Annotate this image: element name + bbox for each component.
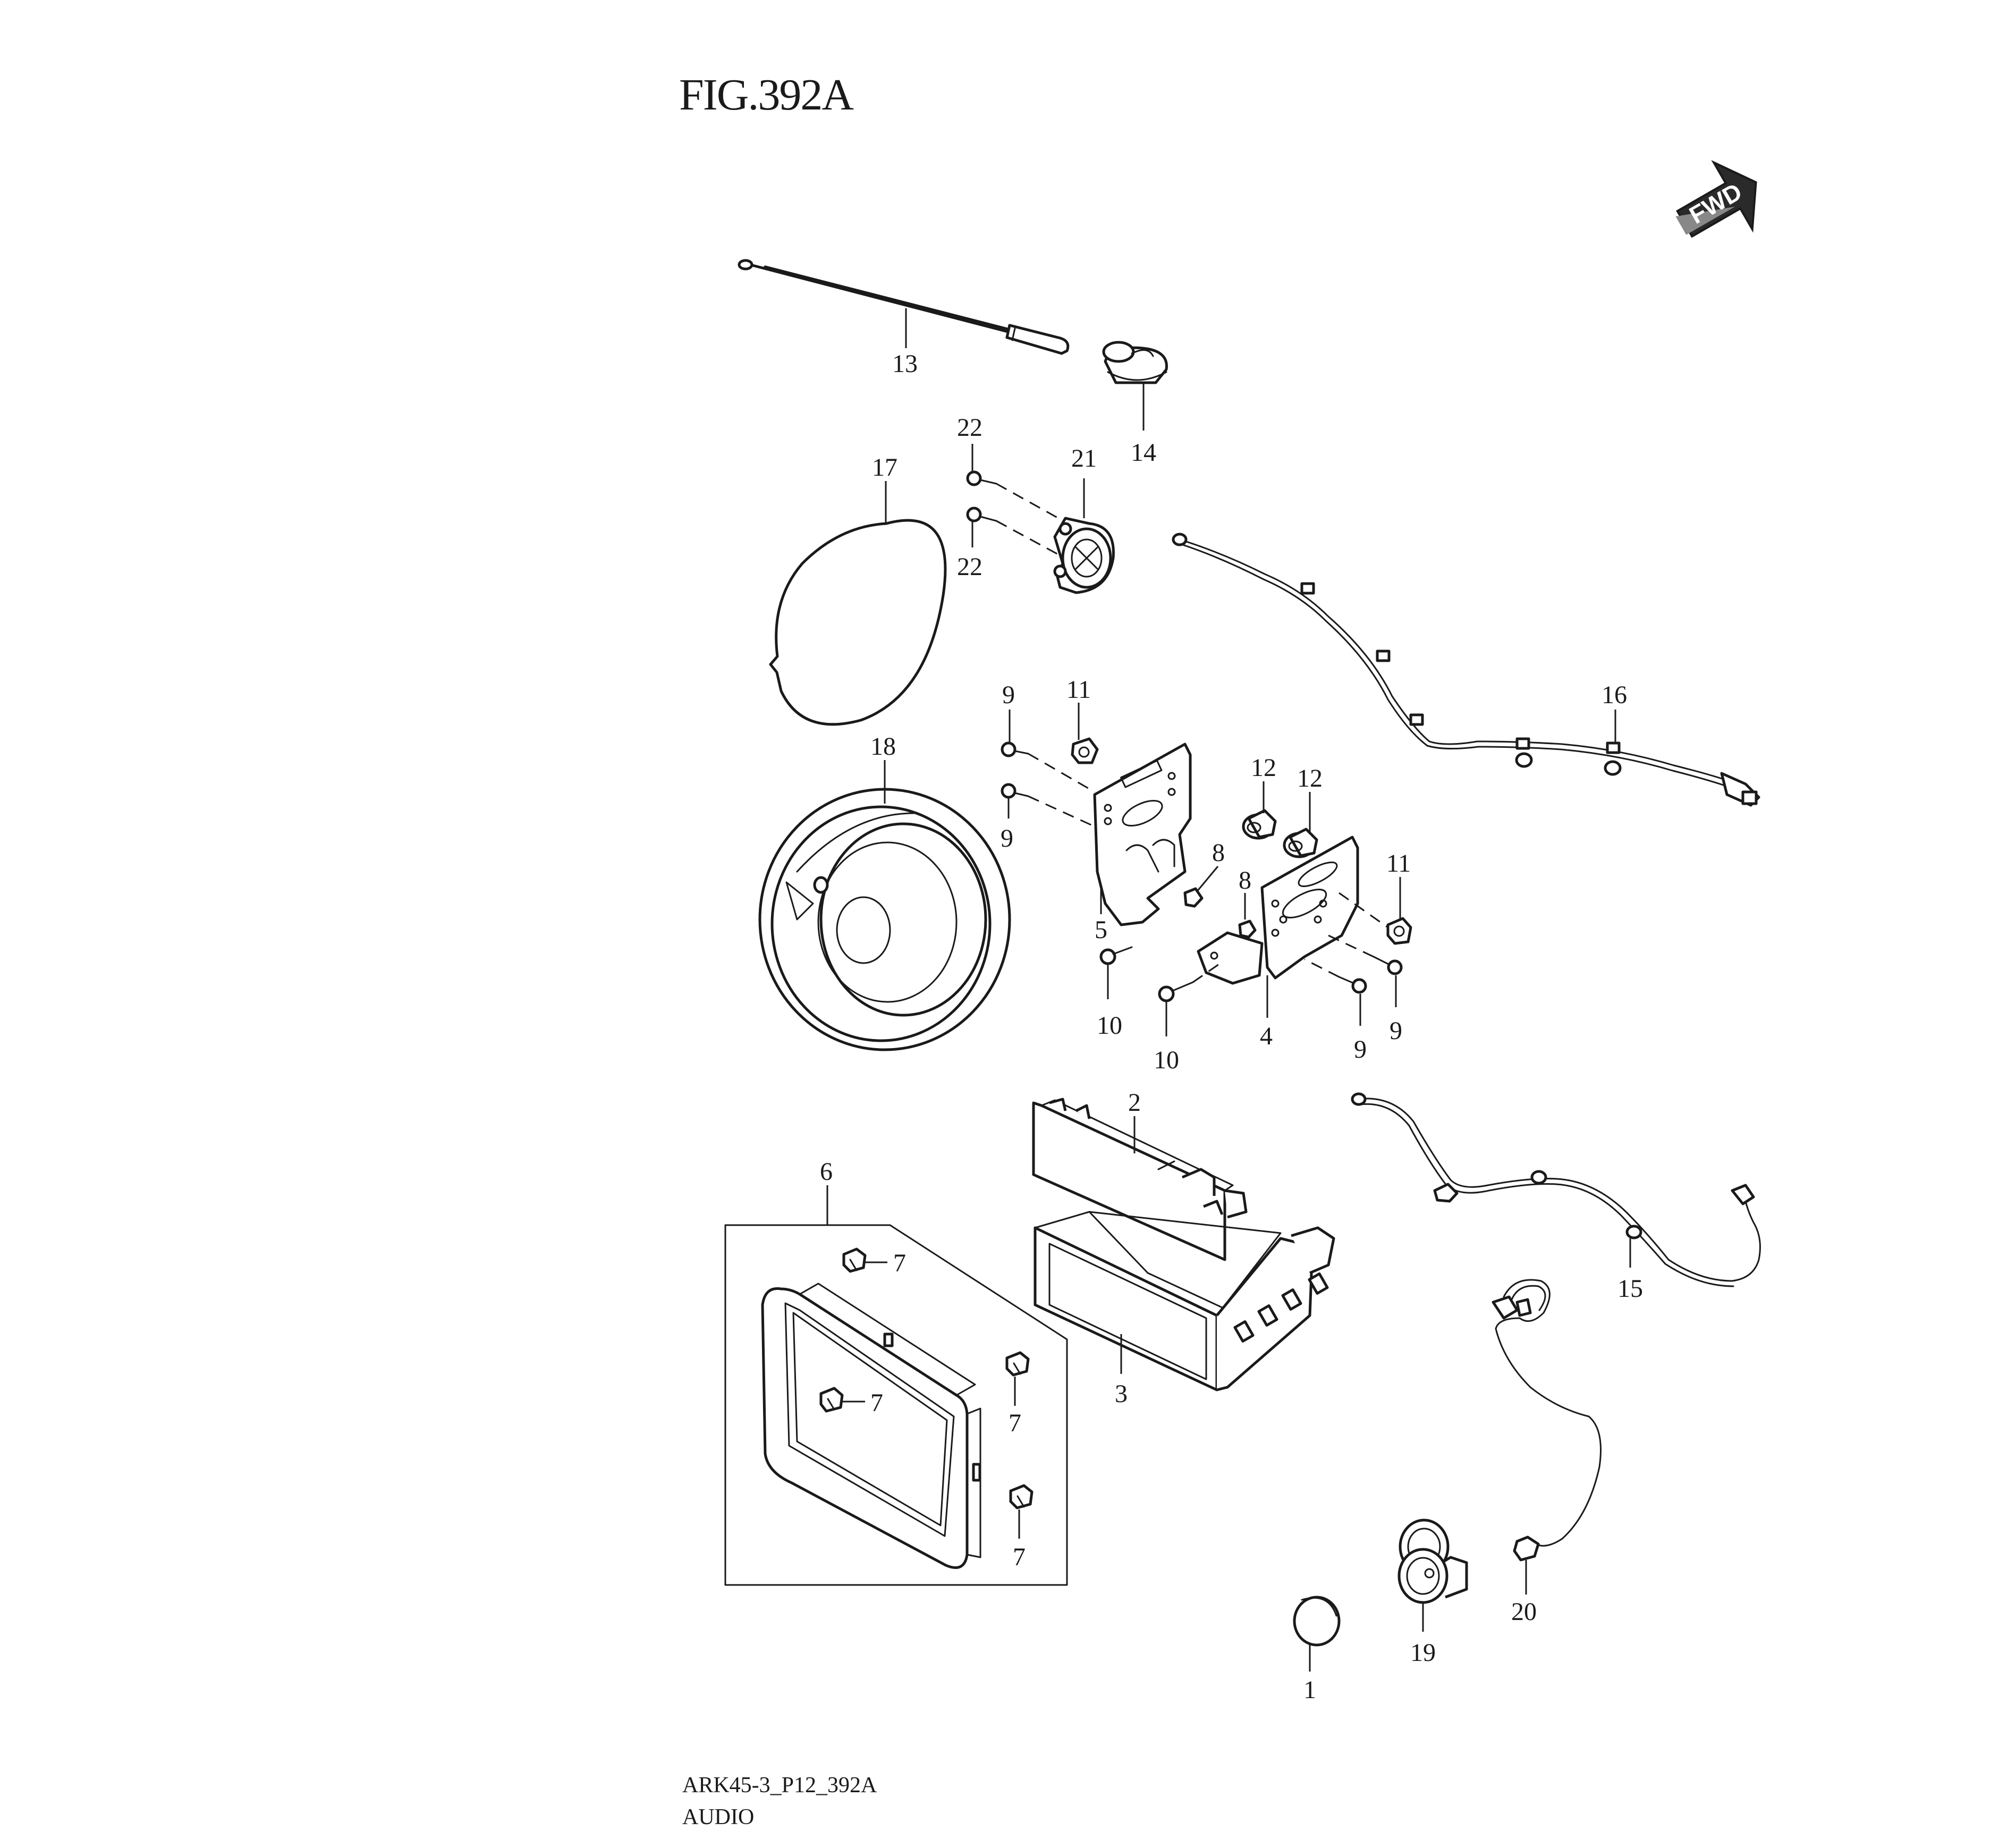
callout-8a: 8 (1212, 839, 1225, 867)
callout-7a: 7 (893, 1249, 906, 1277)
clip-8-right (1238, 920, 1257, 939)
callout-12a: 12 (1251, 754, 1276, 782)
fwd-arrow-icon: FWD (1675, 160, 1757, 238)
screw-9-b (1001, 783, 1029, 799)
callout-14: 14 (1131, 438, 1156, 467)
screw-10-right (1158, 981, 1194, 1002)
speaker (758, 788, 1011, 1051)
callout-7b: 7 (870, 1389, 883, 1417)
grommet-12-b (1283, 828, 1318, 858)
screw-9-d (1373, 956, 1403, 975)
speaker-cover (769, 519, 947, 726)
nut-11-lower (1386, 917, 1412, 945)
figure-title: FIG.392A (679, 70, 854, 120)
screw-22-lower (966, 507, 997, 522)
callout-17: 17 (872, 453, 897, 482)
clip-7-a (842, 1247, 867, 1273)
screw-10-left (1099, 946, 1133, 965)
nut-11-upper (1071, 737, 1099, 764)
callout-20: 20 (1511, 1598, 1537, 1626)
callout-5: 5 (1095, 916, 1107, 944)
antenna-base (1102, 341, 1168, 384)
bezel (761, 1283, 981, 1569)
figure-code: ARK45-3_P12_392A (682, 1773, 877, 1798)
callout-13: 13 (892, 350, 918, 378)
callout-6: 6 (820, 1158, 833, 1186)
screw-9-a (1001, 741, 1029, 757)
antenna-cable (1172, 533, 1760, 807)
callout-9d: 9 (1390, 1017, 1402, 1045)
callout-21: 21 (1071, 444, 1097, 473)
callout-10a: 10 (1097, 1011, 1122, 1040)
callout-19: 19 (1410, 1639, 1436, 1667)
figure-caption: AUDIO (682, 1805, 755, 1829)
callout-18: 18 (870, 732, 896, 761)
usb-cable (1492, 1279, 1602, 1562)
screw-22-upper (966, 470, 997, 486)
pocket-box (1034, 1211, 1335, 1391)
callout-11b: 11 (1386, 849, 1411, 878)
clip-7-b (819, 1387, 844, 1413)
clip-7-d (1009, 1484, 1034, 1509)
callout-16: 16 (1602, 681, 1627, 709)
callout-9c: 9 (1354, 1035, 1367, 1064)
grommet-12-a (1242, 809, 1277, 840)
callout-1: 1 (1303, 1676, 1316, 1704)
wire-harness (1351, 1092, 1761, 1287)
callout-9a: 9 (1002, 681, 1015, 709)
antenna-rod (738, 259, 1070, 355)
blank-plug (1293, 1596, 1341, 1647)
callout-8b: 8 (1239, 866, 1251, 895)
callout-7c: 7 (1009, 1409, 1021, 1437)
callout-7d: 7 (1013, 1543, 1026, 1571)
callout-10b: 10 (1154, 1046, 1179, 1074)
callout-12b: 12 (1297, 764, 1323, 792)
screw-9-c (1338, 976, 1367, 994)
clip-7-c (1005, 1351, 1030, 1377)
usb-socket (1397, 1519, 1468, 1604)
callout-2: 2 (1128, 1089, 1141, 1117)
clip-8-left (1183, 887, 1204, 908)
callout-4: 4 (1260, 1022, 1273, 1050)
callout-22a: 22 (957, 414, 982, 442)
callout-22b: 22 (957, 553, 982, 581)
bracket-right (1197, 836, 1359, 985)
callout-15: 15 (1617, 1275, 1643, 1303)
bracket-left (1093, 743, 1192, 926)
bezel-group-box (724, 1224, 1068, 1586)
radio-face (1032, 1098, 1248, 1261)
callout-3: 3 (1115, 1380, 1128, 1408)
callout-11a: 11 (1066, 676, 1091, 704)
callout-9b: 9 (1001, 824, 1013, 853)
tweeter (1053, 517, 1115, 594)
